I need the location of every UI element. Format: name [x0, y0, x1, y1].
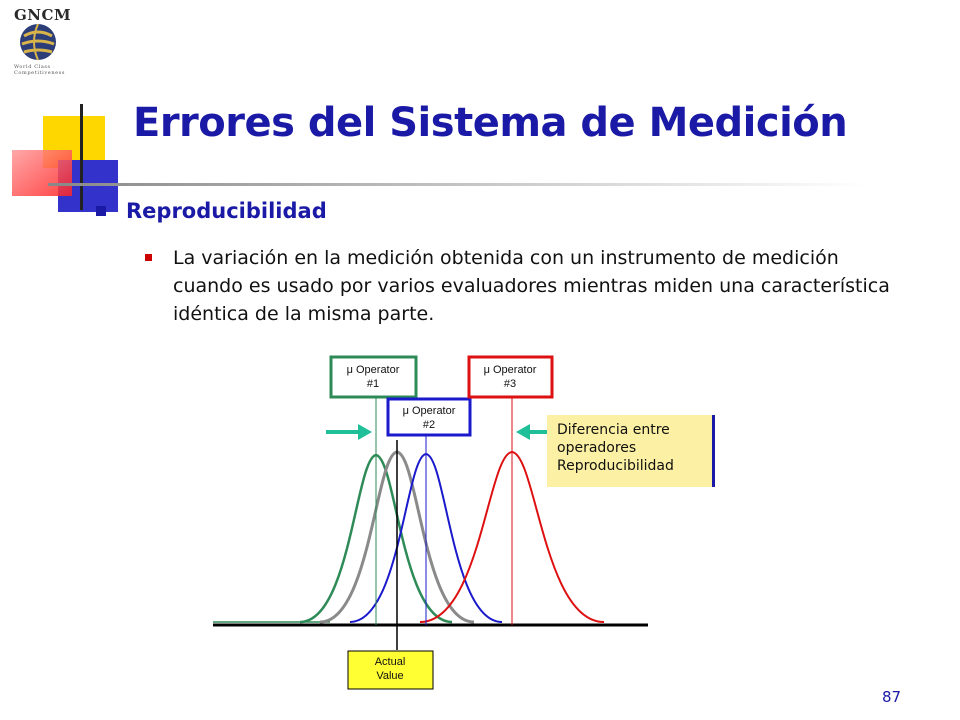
svg-text:μ Operator: μ Operator [403, 405, 456, 417]
svg-text:#3: #3 [504, 378, 516, 390]
right-arrow-icon [516, 424, 548, 440]
left-arrow-icon [326, 424, 372, 440]
title-decoration [12, 104, 868, 212]
note-line-3: Reproducibilidad [557, 458, 674, 474]
logo-tagline: World Class Competitiveness [14, 64, 66, 76]
bullet-definition: La variación en la medición obtenida con… [145, 244, 905, 328]
bullet-square-icon [96, 206, 106, 216]
definition-text: La variación en la medición obtenida con… [173, 247, 890, 325]
page-number: 87 [882, 688, 902, 706]
difference-note: Diferencia entre operadores Reproducibil… [547, 415, 715, 487]
svg-text:Actual: Actual [375, 656, 406, 668]
slide-title: Errores del Sistema de Medición [133, 100, 848, 146]
svg-text:#1: #1 [367, 378, 379, 390]
note-line-1: Diferencia entre [557, 422, 670, 438]
svg-text:Value: Value [376, 670, 403, 682]
bullet-reproducibilidad: Reproducibilidad [96, 199, 327, 223]
logo-wordmark: GNCM [14, 6, 72, 24]
reproducibility-diagram: μ Operator #1 μ Operator #2 μ Operator #… [213, 355, 648, 690]
gncm-logo: GNCM World Class Competitiveness [6, 4, 71, 78]
actual-value-box: Actual Value [347, 650, 434, 690]
svg-text:μ Operator: μ Operator [347, 364, 400, 376]
bullet-square-red-icon [145, 254, 152, 261]
svg-text:#2: #2 [423, 419, 435, 431]
globe-icon [20, 23, 56, 61]
operator-1-box: μ Operator #1 [329, 355, 418, 399]
svg-text:μ Operator: μ Operator [484, 364, 537, 376]
note-line-2: operadores [557, 440, 637, 456]
operator-2-box: μ Operator #2 [386, 397, 472, 437]
bullet-heading: Reproducibilidad [126, 199, 327, 223]
operator-3-box: μ Operator #3 [467, 355, 554, 399]
